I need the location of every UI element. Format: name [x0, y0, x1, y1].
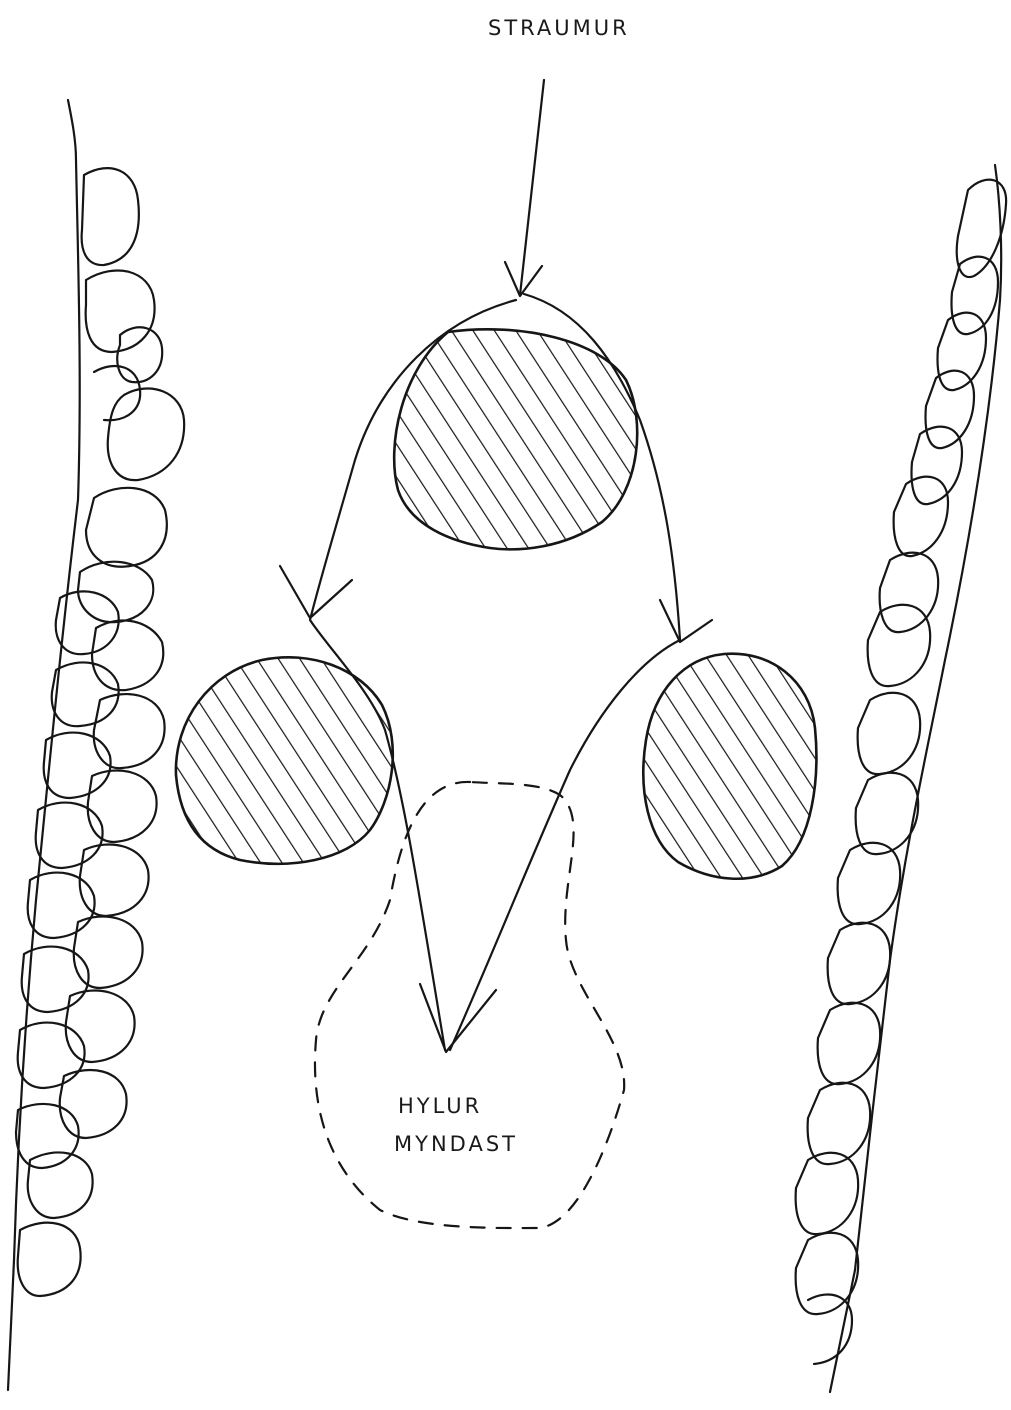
obstacle-right [643, 654, 816, 879]
left-bank-line [8, 100, 80, 1390]
left-bank [8, 100, 184, 1390]
left-branch-arrowhead [280, 566, 352, 618]
flow-label: STRAUMUR [488, 18, 630, 39]
flow-arrows [280, 80, 712, 1052]
right-boulders [796, 180, 1006, 1364]
pool-label-line-1: HYLUR [398, 1096, 482, 1117]
convergence-arrowhead [420, 984, 496, 1052]
pool-label-line-2: MYNDAST [394, 1134, 518, 1155]
right-bank-line [830, 165, 1001, 1392]
obstacle-left [176, 657, 393, 863]
left-boulders [16, 168, 184, 1296]
main-inflow-arrow [520, 80, 544, 295]
right-bank [796, 165, 1006, 1392]
right-branch-arrowhead [660, 600, 712, 642]
obstacle-top [394, 329, 637, 549]
